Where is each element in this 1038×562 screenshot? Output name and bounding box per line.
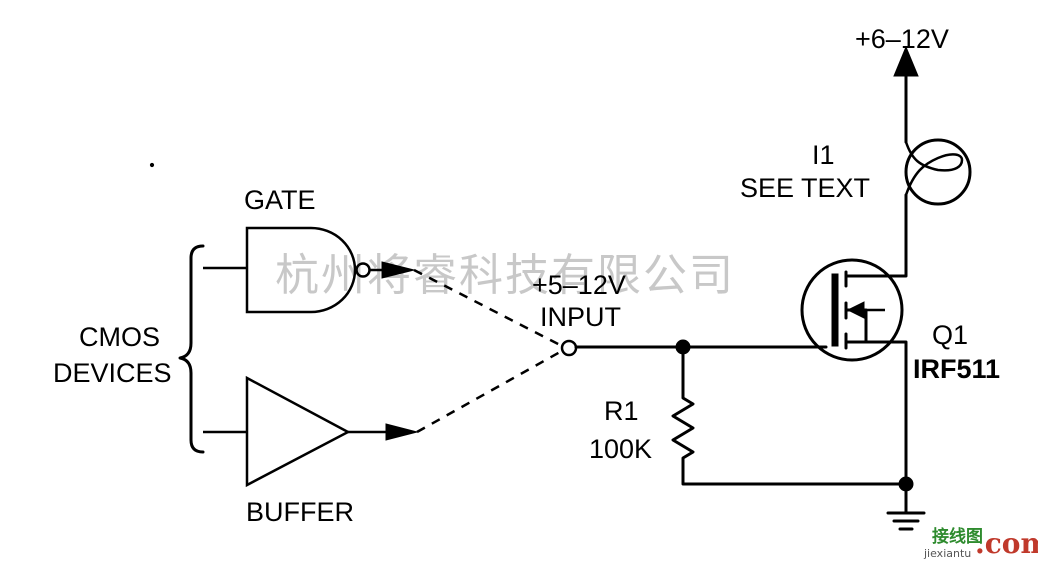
watermark-text: 杭州将睿科技有限公司 — [275, 250, 735, 301]
drain-wire — [864, 193, 908, 278]
ground-symbol — [886, 511, 926, 531]
ground-junction — [898, 476, 914, 492]
lamp-id-label: I1 — [812, 140, 835, 170]
transistor-part-label: IRF511 — [913, 354, 1000, 384]
buffer-label: BUFFER — [246, 497, 354, 527]
supply-label: +6–12V — [855, 24, 949, 54]
devices-label: DEVICES — [53, 358, 172, 388]
gate-label: GATE — [244, 185, 316, 215]
buffer-amplifier — [203, 375, 418, 488]
mosfet-q1 — [800, 258, 904, 362]
resistor-id-label: R1 — [604, 396, 639, 426]
input-label: INPUT — [540, 302, 621, 332]
lamp-i1 — [904, 138, 972, 206]
nand-gate — [203, 226, 415, 314]
resistor-r1 — [671, 345, 908, 486]
input-terminal[interactable] — [560, 339, 578, 357]
buffer-to-input-link — [416, 350, 561, 434]
cmos-bracket — [178, 244, 205, 454]
site-logo: 接线图 jiexiantu .com — [923, 526, 1038, 560]
source-wire — [864, 340, 908, 515]
resistor-value-label: 100K — [589, 434, 652, 464]
logo-com-text: .com — [975, 527, 1038, 560]
logo-cn-text: 接线图 — [932, 526, 983, 547]
gate-to-input-link — [413, 268, 563, 348]
lamp-note-label: SEE TEXT — [740, 173, 870, 203]
cmos-label: CMOS — [79, 322, 160, 352]
input-voltage-label: +5–12V — [532, 270, 626, 300]
transistor-id-label: Q1 — [932, 320, 968, 350]
stray-dot — [149, 162, 155, 168]
logo-url-text: jiexiantu — [923, 547, 971, 560]
